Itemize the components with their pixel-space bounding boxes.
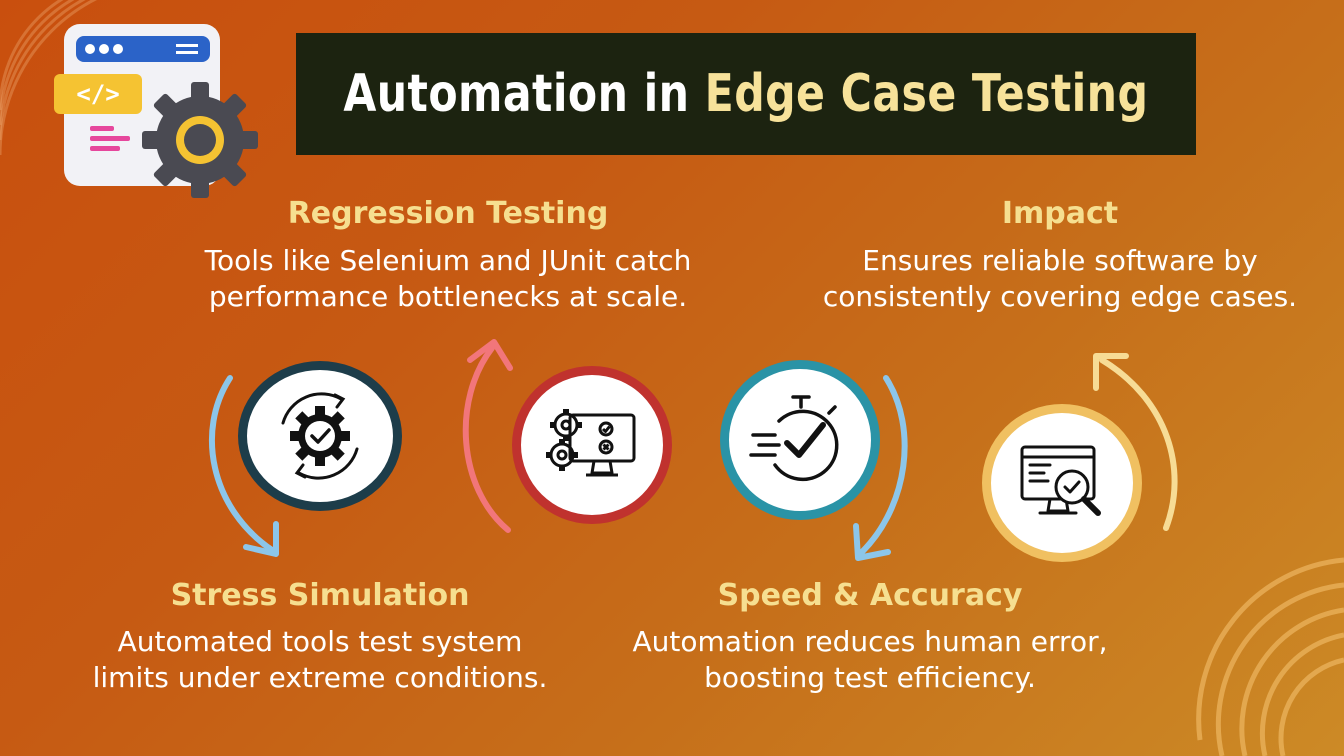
stress-description: Automated tools test system limits under…	[50, 624, 590, 696]
title-part-yellow: Edge Case Testing	[704, 64, 1149, 124]
impact-description: Ensures reliable software by consistentl…	[790, 243, 1330, 315]
gear-cycle-check-icon	[281, 392, 359, 480]
speed-icon-circle	[720, 360, 880, 520]
stress-icon-circle	[238, 361, 402, 511]
impact-icon-circle	[982, 404, 1142, 562]
monitor-gears-icon	[546, 409, 636, 477]
stress-heading: Stress Simulation	[170, 578, 470, 613]
stopwatch-check-icon	[749, 395, 839, 482]
impact-line-2: consistently covering edge cases.	[822, 280, 1298, 313]
code-window-gear-icon: </>	[54, 24, 258, 198]
svg-text:</>: </>	[76, 80, 119, 108]
regression-line-1: Tools like Selenium and JUnit catch	[204, 244, 692, 277]
page-title: Automation in Edge Case Testing	[343, 64, 1148, 124]
title-banner: Automation in Edge Case Testing	[296, 33, 1196, 155]
stress-line-1: Automated tools test system	[117, 625, 523, 658]
speed-line-1: Automation reduces human error,	[632, 625, 1108, 658]
impact-line-1: Ensures reliable software by	[862, 244, 1258, 277]
stress-line-2: limits under extreme conditions.	[92, 661, 548, 694]
arrow-pink	[462, 339, 513, 533]
speed-heading: Speed & Accuracy	[717, 578, 1023, 613]
regression-description: Tools like Selenium and JUnit catch perf…	[160, 243, 736, 315]
regression-line-2: performance bottlenecks at scale.	[208, 280, 688, 313]
speed-description: Automation reduces human error, boosting…	[590, 624, 1150, 696]
monitor-magnifier-icon	[1020, 445, 1101, 516]
impact-heading: Impact	[1001, 196, 1119, 231]
regression-heading: Regression Testing	[287, 196, 609, 231]
regression-icon-circle	[512, 366, 672, 524]
title-part-white: Automation in	[343, 64, 705, 124]
speed-line-2: boosting test efficiency.	[704, 661, 1036, 694]
